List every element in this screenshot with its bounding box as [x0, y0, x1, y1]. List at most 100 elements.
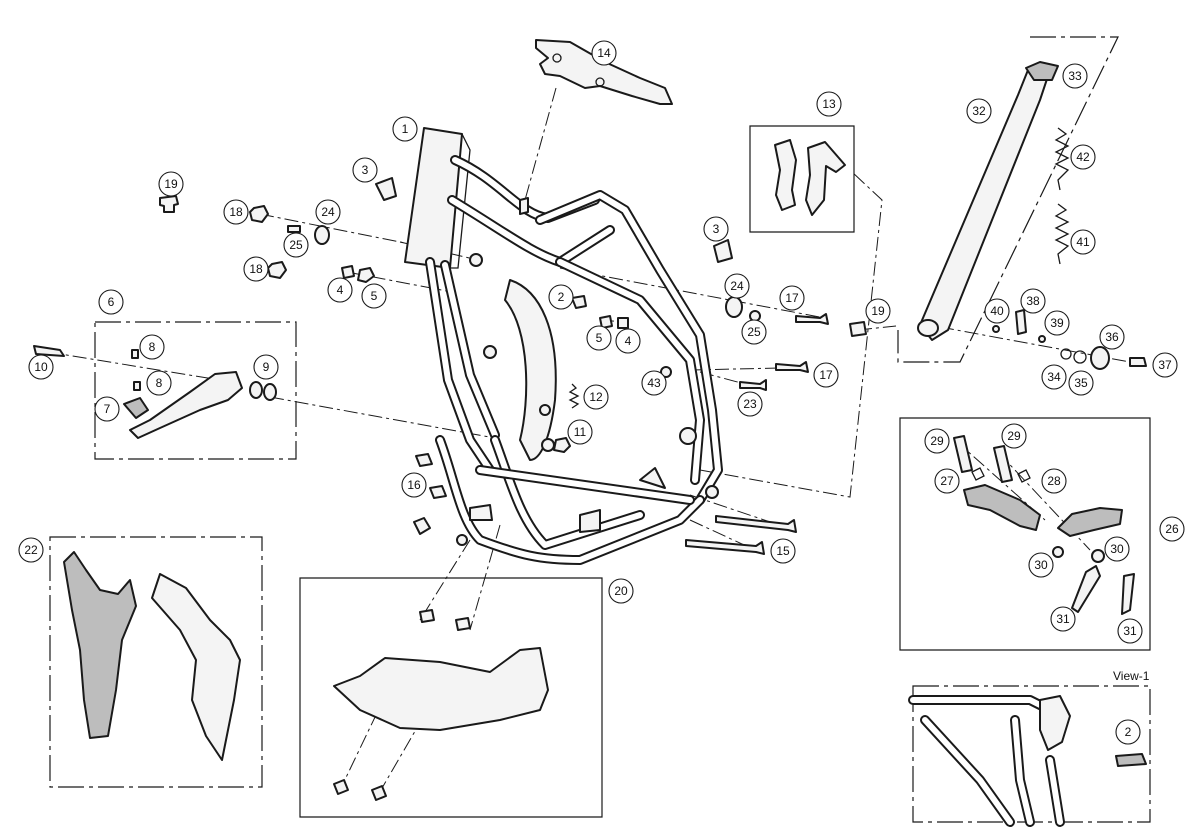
view-1-label: View-1: [1113, 669, 1150, 683]
svg-text:8: 8: [156, 376, 163, 390]
bracket-2: [571, 295, 587, 309]
callout-4-left: 4: [327, 277, 353, 303]
callout-24-left: 24: [315, 199, 341, 225]
callout-35: 35: [1068, 370, 1094, 396]
callout-31-right: 31: [1117, 618, 1143, 644]
callout-17-lower: 17: [813, 362, 839, 388]
svg-text:36: 36: [1105, 330, 1119, 344]
callout-9: 9: [253, 354, 279, 380]
view-1-bracket-2: [1115, 753, 1147, 767]
svg-text:15: 15: [776, 544, 790, 558]
cable-clip-right: [713, 239, 733, 263]
callout-6: 6: [98, 289, 124, 315]
svg-text:31: 31: [1056, 612, 1070, 626]
bolt-25-left: [287, 225, 301, 233]
skid-plate-bolt-left: [333, 779, 349, 795]
callout-31-left: 31: [1050, 606, 1076, 632]
bolt-17-lower: [775, 361, 809, 373]
callout-38: 38: [1020, 288, 1046, 314]
callout-36: 36: [1099, 324, 1125, 350]
bolt-17-upper: [795, 313, 829, 325]
callout-3-left: 3: [352, 157, 378, 183]
callout-8-lower: 8: [146, 370, 172, 396]
bolt-37: [1129, 357, 1147, 367]
callout-23: 23: [737, 391, 763, 417]
callout-41: 41: [1070, 229, 1096, 255]
spring-42: [1054, 127, 1070, 191]
callout-16: 16: [401, 472, 427, 498]
bolt-8-upper: [131, 349, 139, 359]
svg-text:27: 27: [940, 474, 954, 488]
svg-text:14: 14: [597, 46, 611, 60]
svg-text:2: 2: [1125, 725, 1132, 739]
engine-mount-plate-left: [774, 139, 797, 211]
svg-text:18: 18: [229, 205, 243, 219]
rear-mount-bracket: [535, 39, 673, 105]
svg-text:11: 11: [574, 425, 587, 439]
svg-text:33: 33: [1068, 69, 1082, 83]
svg-text:17: 17: [785, 291, 799, 305]
callout-40: 40: [984, 298, 1010, 324]
brake-pedal: [129, 371, 243, 439]
pin-29-right: [993, 445, 1013, 483]
clip-16: [413, 517, 431, 535]
callout-7: 7: [94, 396, 120, 422]
callout-14: 14: [591, 40, 617, 66]
callout-33: 33: [1062, 63, 1088, 89]
svg-text:32: 32: [972, 104, 986, 118]
bearing-9-a: [249, 381, 263, 399]
svg-text:8: 8: [149, 340, 156, 354]
callout-27: 27: [934, 468, 960, 494]
svg-text:40: 40: [990, 304, 1004, 318]
callout-2: 2: [548, 284, 574, 310]
engine-mount-plate-right: [805, 141, 846, 216]
nut-39: [1038, 335, 1046, 343]
svg-text:43: 43: [647, 376, 661, 390]
callout-43: 43: [641, 370, 667, 396]
callout-29-right: 29: [1001, 423, 1027, 449]
box-view-1: [912, 685, 1151, 823]
bolt-4-left: [341, 265, 355, 279]
spring-12: [568, 383, 580, 409]
spring-28: [1017, 469, 1031, 483]
callout-37: 37: [1152, 352, 1178, 378]
svg-text:29: 29: [1007, 429, 1021, 443]
nut-18-lower: [267, 261, 287, 279]
box-frame-guards-group: [49, 536, 263, 788]
svg-text:5: 5: [371, 289, 378, 303]
svg-text:22: 22: [24, 543, 38, 557]
box-skid-plate-group: [299, 577, 603, 818]
box-side-stand-group: [897, 36, 1119, 363]
nut-11: [553, 437, 571, 453]
callout-15: 15: [770, 538, 796, 564]
frame-guard-right: [151, 573, 241, 761]
washer-34: [1060, 348, 1072, 360]
callout-39: 39: [1044, 310, 1070, 336]
svg-text:10: 10: [34, 360, 48, 374]
bushing-16-lower: [429, 485, 447, 499]
svg-text:16: 16: [407, 478, 421, 492]
footpeg-right: [1057, 507, 1123, 537]
callouts: 1 2 2 3 3 4 4 5 5 6 7 8 8 9 10 11 12 13 …: [18, 40, 1185, 745]
svg-text:29: 29: [930, 434, 944, 448]
svg-text:35: 35: [1074, 376, 1088, 390]
group-boxes: [49, 36, 1151, 823]
callout-30-right: 30: [1104, 536, 1130, 562]
long-bolt-15-upper: [715, 515, 797, 533]
svg-text:19: 19: [871, 304, 885, 318]
washer-30-left: [1052, 546, 1064, 558]
callout-3-right: 3: [703, 216, 729, 242]
callout-19-right: 19: [865, 298, 891, 324]
callout-24-right: 24: [724, 273, 750, 299]
svg-text:42: 42: [1076, 150, 1090, 164]
callout-25-left: 25: [283, 232, 309, 258]
bolt-19-right: [849, 321, 867, 337]
svg-text:3: 3: [362, 163, 369, 177]
svg-text:24: 24: [730, 279, 744, 293]
skid-plate-bolt-right: [371, 785, 387, 801]
svg-text:41: 41: [1076, 235, 1090, 249]
spring-41: [1054, 203, 1070, 265]
nut-18-upper: [249, 205, 269, 223]
bolt-23: [739, 379, 767, 391]
svg-text:37: 37: [1158, 358, 1172, 372]
